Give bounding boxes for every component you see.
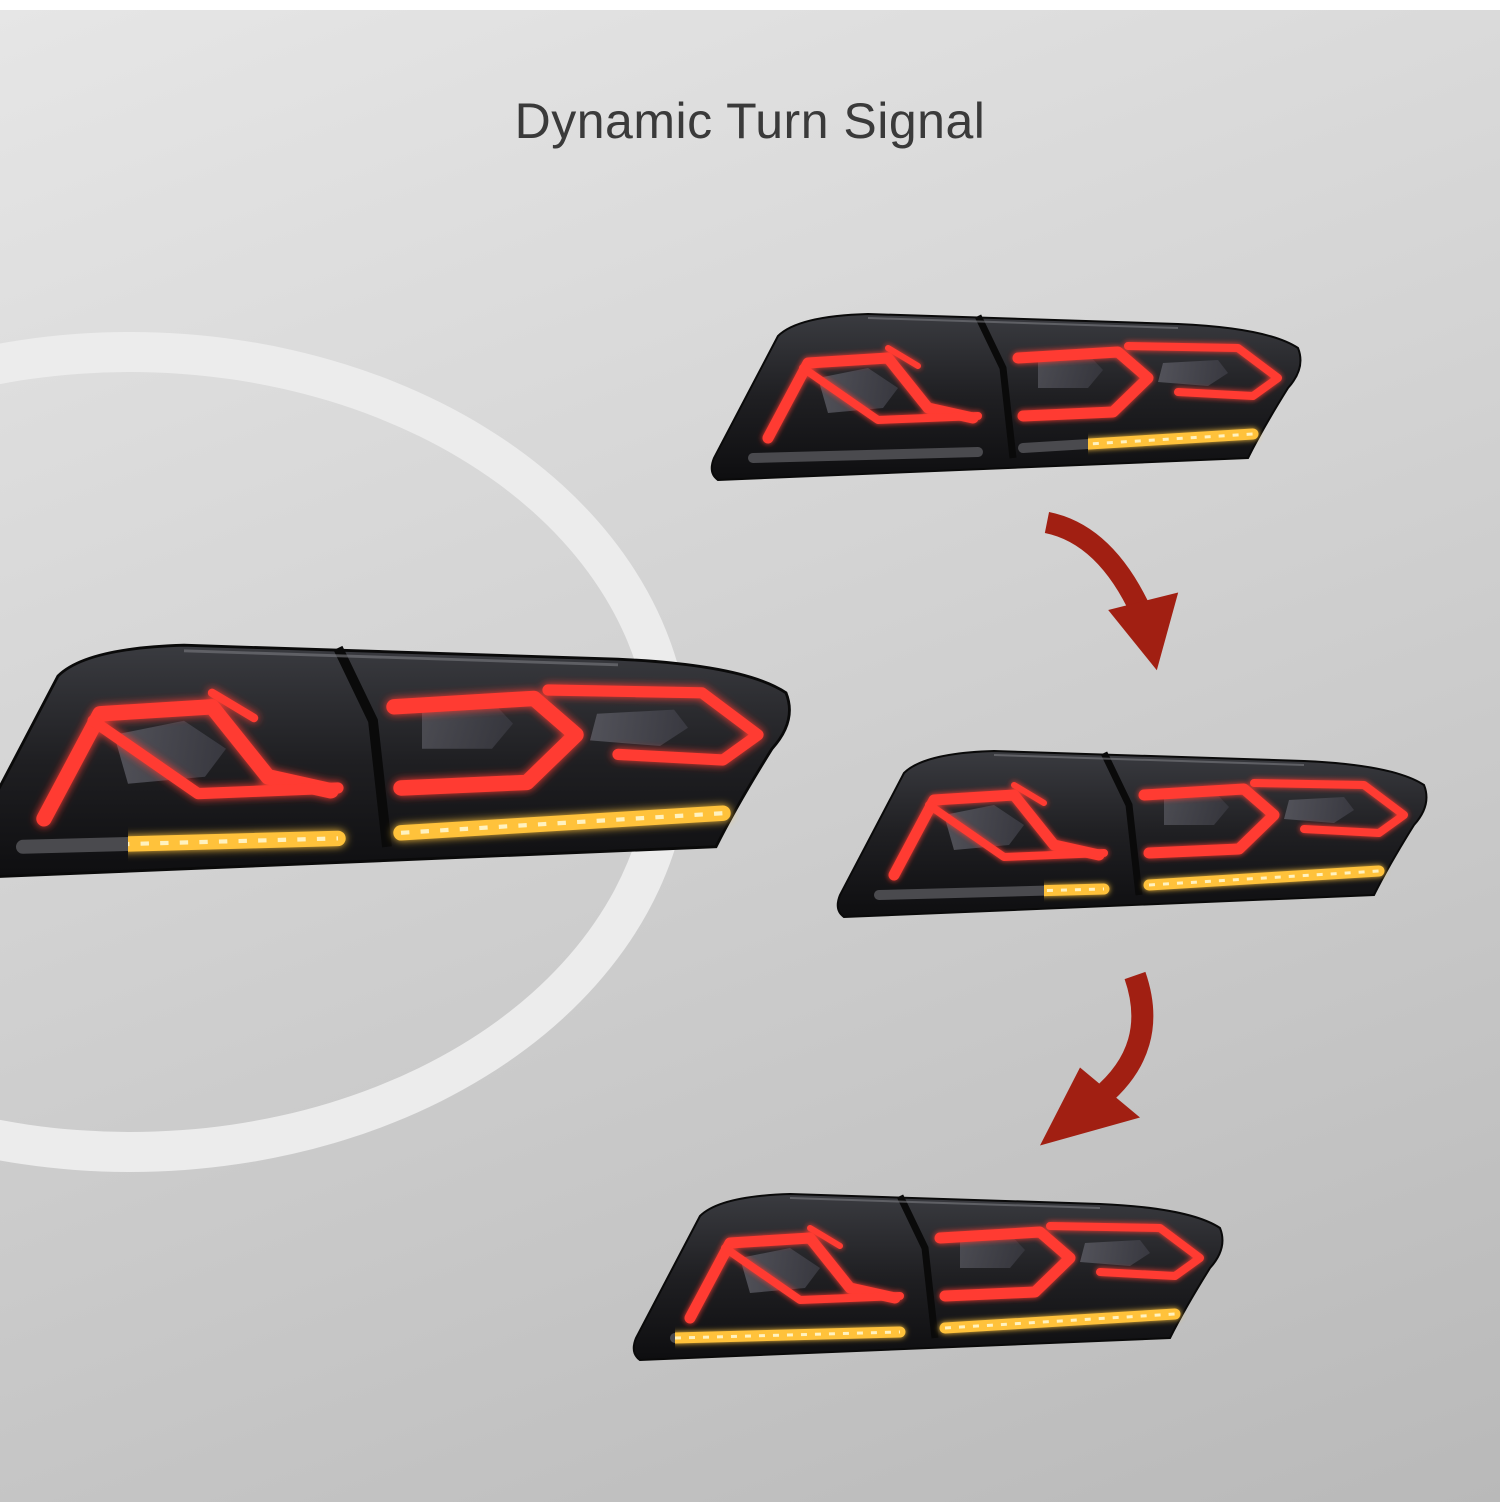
- curved-arrow-icon: [1030, 965, 1200, 1150]
- tail-light-step-2-image: [834, 745, 1434, 921]
- tail-light-zoom-image: [0, 590, 800, 930]
- tail-light-step-1-image: [708, 308, 1308, 484]
- tail-light-step-3-image: [630, 1188, 1230, 1364]
- page-title: Dynamic Turn Signal: [514, 93, 986, 149]
- curved-arrow-icon: [1030, 505, 1200, 680]
